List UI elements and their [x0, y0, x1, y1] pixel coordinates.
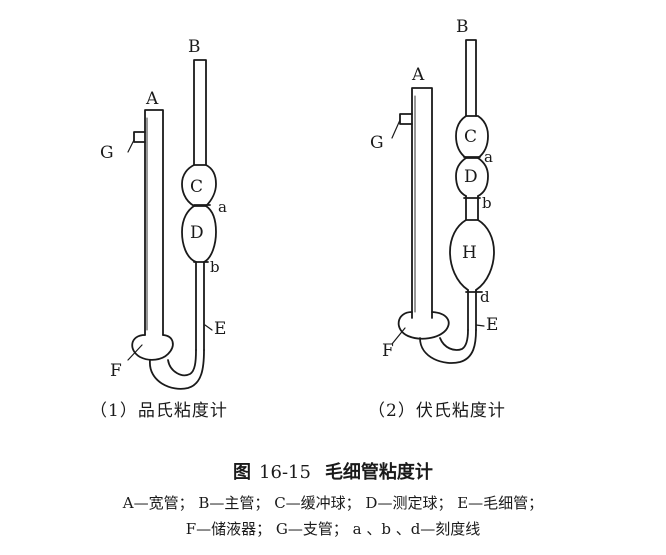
label-mark-d-right: d — [480, 288, 490, 306]
u-bend-right — [419, 329, 477, 364]
label-f-right: F — [382, 341, 394, 361]
bulb-h-right — [449, 219, 495, 291]
u-bend-inner-left — [167, 349, 197, 377]
leader-lines — [127, 119, 485, 361]
caption-ostwald: （2）伏氏粘度计 — [368, 401, 506, 421]
figure-title-text: 毛细管粘度计 — [324, 462, 433, 483]
figure-number: 16-15 — [259, 462, 311, 483]
label-b-right: B — [456, 17, 469, 37]
label-h-right: H — [462, 243, 477, 263]
buffer-bulb-c-left — [181, 164, 217, 207]
label-a-left: A — [145, 89, 159, 109]
label-a-right: A — [411, 65, 425, 85]
label-c-right: C — [464, 127, 477, 147]
buffer-bulb-c-right — [455, 115, 489, 159]
label-f-left: F — [110, 361, 122, 381]
label-c-left: C — [190, 177, 203, 197]
label-mark-a-left: a — [218, 198, 227, 216]
pinkevich-viscometer — [131, 59, 217, 390]
label-d-right: D — [464, 167, 478, 187]
u-bend-inner-right — [439, 329, 469, 351]
main-tube-b-left — [193, 59, 207, 166]
label-mark-b-right: b — [482, 194, 492, 212]
reservoir-f-right — [397, 311, 450, 340]
legend-line-1: A—宽管； B—主管； C—缓冲球； D—测定球； E—毛细管； — [122, 494, 544, 512]
reservoir-f-left — [131, 334, 174, 361]
label-g-left: G — [100, 143, 114, 163]
ostwald-viscometer — [397, 39, 495, 364]
u-bend-left — [149, 349, 205, 390]
figure-prefix: 图 — [233, 462, 252, 483]
wide-tube-a-left — [144, 109, 164, 336]
side-tube-g-left — [133, 131, 146, 143]
measuring-bulb-d-left — [181, 205, 217, 263]
label-mark-a-right: a — [484, 148, 493, 166]
measuring-bulb-d-right — [455, 157, 489, 197]
figure-title: 图 16-15 毛细管粘度计 — [0, 458, 666, 484]
label-b-left: B — [188, 37, 201, 57]
legend-line-2: F—储液器； G—支管； a 、b 、d—刻度线 — [185, 520, 481, 538]
label-g-right: G — [370, 133, 384, 153]
label-e-right: E — [486, 315, 498, 335]
caption-pinkevich: （1）品氏粘度计 — [90, 401, 228, 421]
wide-tube-a-right — [411, 87, 433, 319]
label-d-left: D — [190, 223, 204, 243]
main-tube-b-right — [465, 39, 477, 117]
label-e-left: E — [214, 319, 226, 339]
label-mark-b-left: b — [210, 258, 220, 276]
side-tube-g-right — [399, 113, 413, 125]
